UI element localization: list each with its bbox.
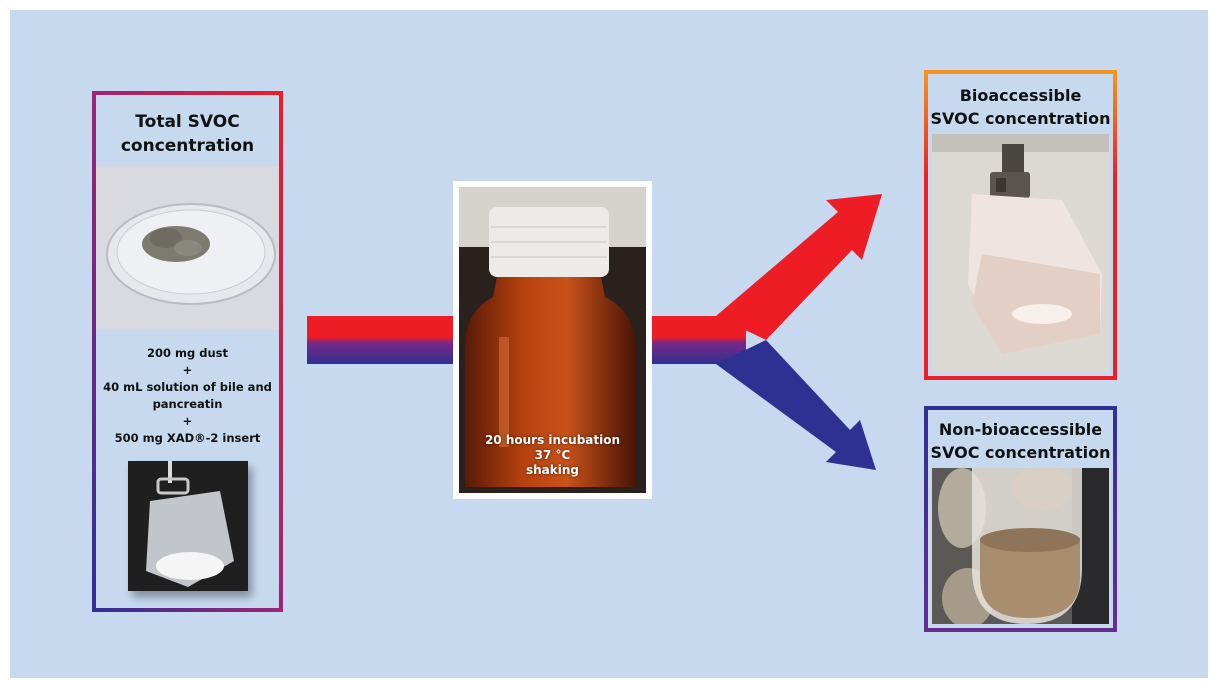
bioaccessible-box: Bioaccessible SVOC concentration [928,74,1113,376]
xad-insert-photo [128,461,248,591]
left-flow-band [307,316,457,364]
bioaccessible-title-line2: SVOC concentration [930,109,1111,128]
hanging-bag-photo [932,134,1109,372]
non-bioaccessible-box: Non-bioaccessible SVOC concentration [928,410,1113,628]
incubation-line-3: shaking [525,463,579,477]
step-line-6: 500 mg XAD®-2 insert [114,431,261,445]
left-box-title-line1: Total SVOC [135,112,240,132]
amber-bottle-photo [459,187,646,493]
navy-arrow [716,340,876,470]
step-line-3: 40 mL solution of bile and [103,380,272,394]
non-bioaccessible-title-line1: Non-bioaccessible [938,420,1103,439]
dust-tube-photo [932,468,1109,624]
insert-bag-icon [128,461,248,591]
dust-petri-dish-photo [96,166,279,330]
bioaccessible-title-line1: Bioaccessible [959,86,1082,105]
bottle-icon [459,187,646,493]
hanging-bag-icon [932,134,1109,372]
incubation-line-2: 37 °C [534,448,571,462]
step-line-2: + [182,363,193,377]
step-line-4: pancreatin [152,397,223,411]
total-svoc-box: Total SVOC concentration 200 mg dust + 4… [96,95,279,608]
step-line-1: 200 mg dust [147,346,228,360]
incubation-box: 20 hours incubation 37 °C shaking [453,181,652,499]
step-line-5: + [182,414,193,428]
left-box-title-line2: concentration [120,136,255,156]
red-arrow [716,194,882,340]
tube-icon [932,468,1109,624]
right-flow-band [651,316,746,364]
non-bioaccessible-title-line2: SVOC concentration [930,443,1111,462]
petri-dish-icon [96,166,279,330]
incubation-line-1: 20 hours incubation [484,433,621,447]
